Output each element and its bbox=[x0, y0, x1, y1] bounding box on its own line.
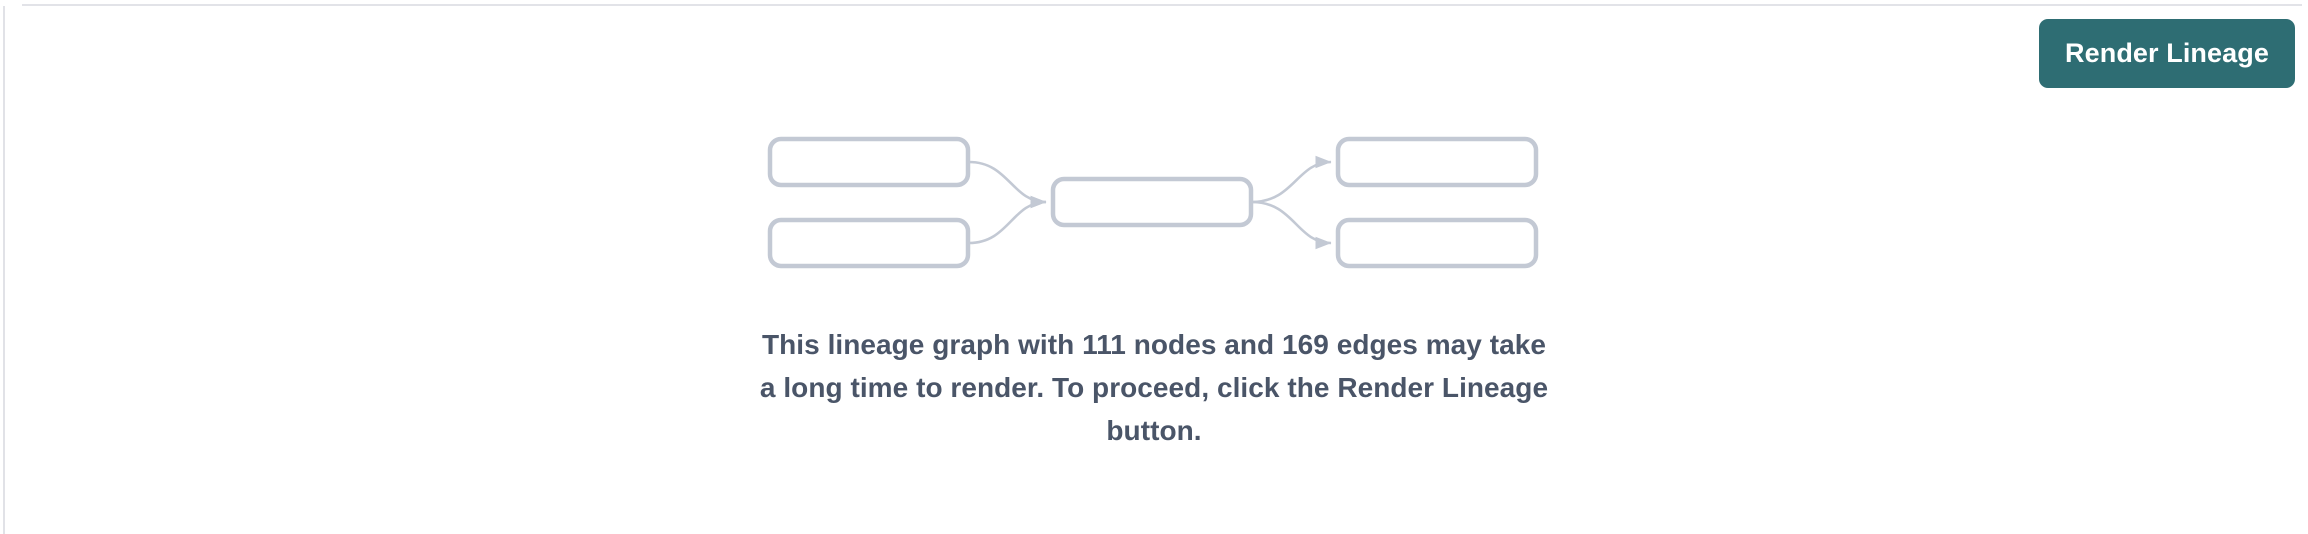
lineage-edge-center-down2 bbox=[1251, 200, 1332, 250]
lineage-node-upstream-2 bbox=[767, 217, 971, 269]
lineage-empty-message: This lineage graph with 111 nodes and 16… bbox=[759, 329, 1549, 446]
lineage-graph-placeholder-icon bbox=[767, 136, 1539, 269]
lineage-node-downstream-1 bbox=[1335, 136, 1539, 188]
render-lineage-button[interactable]: Render Lineage bbox=[2039, 19, 2295, 88]
lineage-edge-center-down1 bbox=[1251, 155, 1332, 204]
lineage-node-upstream-1 bbox=[767, 136, 971, 188]
lineage-node-downstream-2 bbox=[1335, 217, 1539, 269]
lineage-edge-up1-center bbox=[968, 160, 1047, 209]
lineage-node-center bbox=[1050, 176, 1254, 228]
panel-left-divider bbox=[3, 6, 5, 534]
panel-top-divider bbox=[22, 4, 2302, 6]
lineage-edge-up2-center bbox=[968, 195, 1047, 245]
